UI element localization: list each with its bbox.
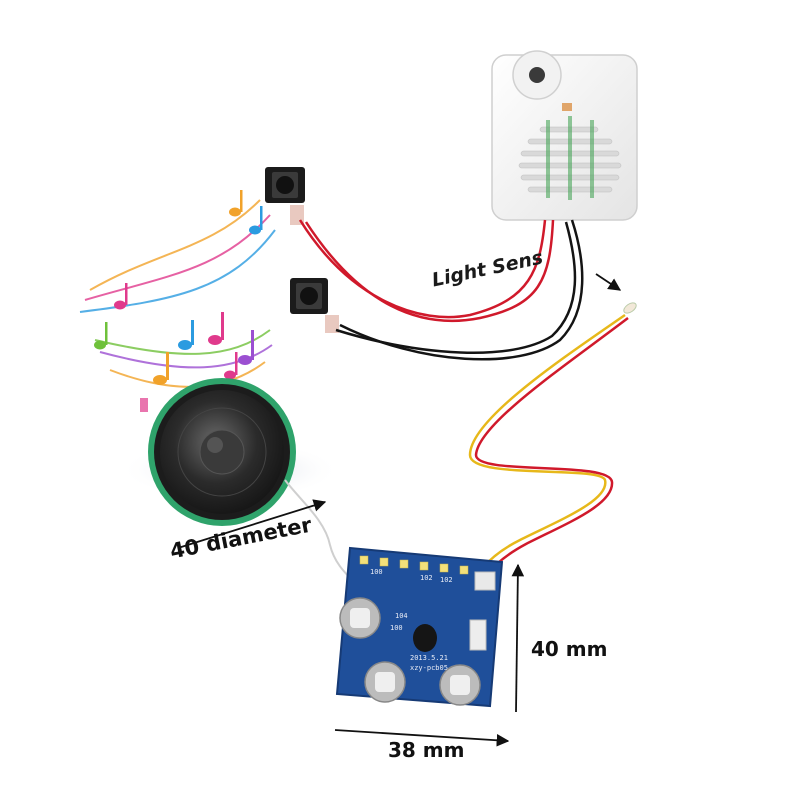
pcb-ref-r1: 100	[370, 568, 383, 576]
push-button-2	[290, 278, 339, 333]
dimension-arrow-icon	[334, 729, 510, 747]
push-button-1	[265, 167, 305, 225]
board-height-label: 40 mm	[531, 637, 608, 661]
wires-sensor	[463, 302, 637, 613]
dimension-arrow-icon	[595, 273, 622, 291]
pcb-ref-q2: 102	[440, 576, 453, 584]
pcb-ref-r2: 100	[390, 624, 403, 632]
speaker	[120, 378, 340, 526]
dimension-arrow-icon	[177, 499, 327, 549]
pcb-date-label: 2013.5.21	[410, 654, 448, 662]
pcb-ref-q1: 102	[420, 574, 433, 582]
board-width-label: 38 mm	[388, 738, 465, 762]
wires-box	[298, 219, 584, 361]
pcb-part-label: xzy-pcb05	[410, 664, 448, 672]
music-notes-icon	[79, 190, 276, 412]
pcb-board: 2013.5.21 xzy-pcb05 104 100 100 102 102	[335, 546, 504, 708]
pcb-ref-c1: 104	[395, 612, 408, 620]
dimension-arrow-icon	[511, 563, 525, 713]
sound-box	[491, 50, 638, 221]
